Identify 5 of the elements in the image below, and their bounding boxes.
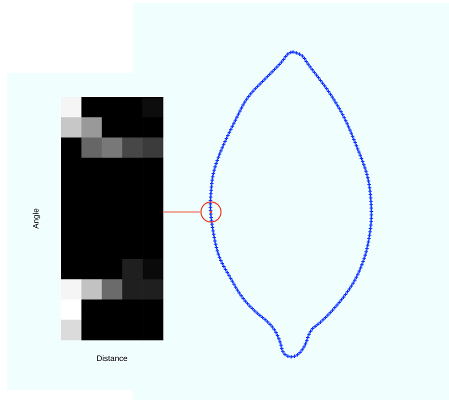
axis-label: Distance — [96, 354, 128, 362]
highlight-circle — [200, 201, 222, 223]
connector-line — [163, 211, 201, 213]
axis-label: Angle — [32, 208, 41, 228]
picture — [61, 97, 164, 340]
